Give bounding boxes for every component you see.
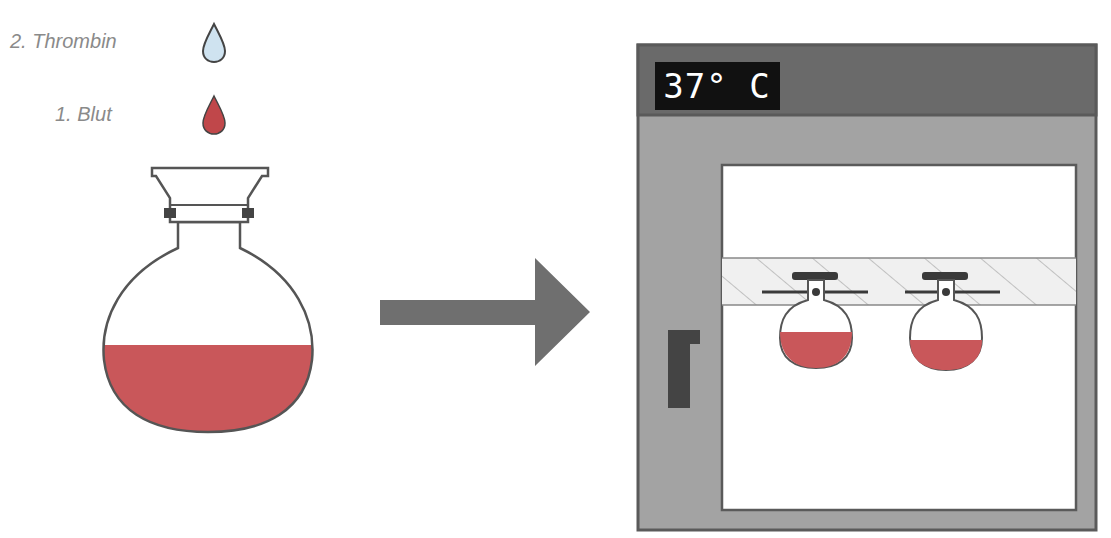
display-panel: [655, 62, 780, 110]
small-flask: [905, 272, 1000, 370]
small-flask: [762, 272, 868, 368]
blood-drop: [203, 96, 225, 134]
flask: [104, 168, 314, 445]
temperature-display: 37° C: [663, 66, 770, 106]
process-arrow: [380, 258, 590, 366]
step-label: 2. Thrombin: [10, 30, 117, 53]
step-label: 1. Blut: [55, 103, 112, 126]
incubator: [638, 45, 1096, 530]
thrombin-drop: [203, 24, 225, 62]
